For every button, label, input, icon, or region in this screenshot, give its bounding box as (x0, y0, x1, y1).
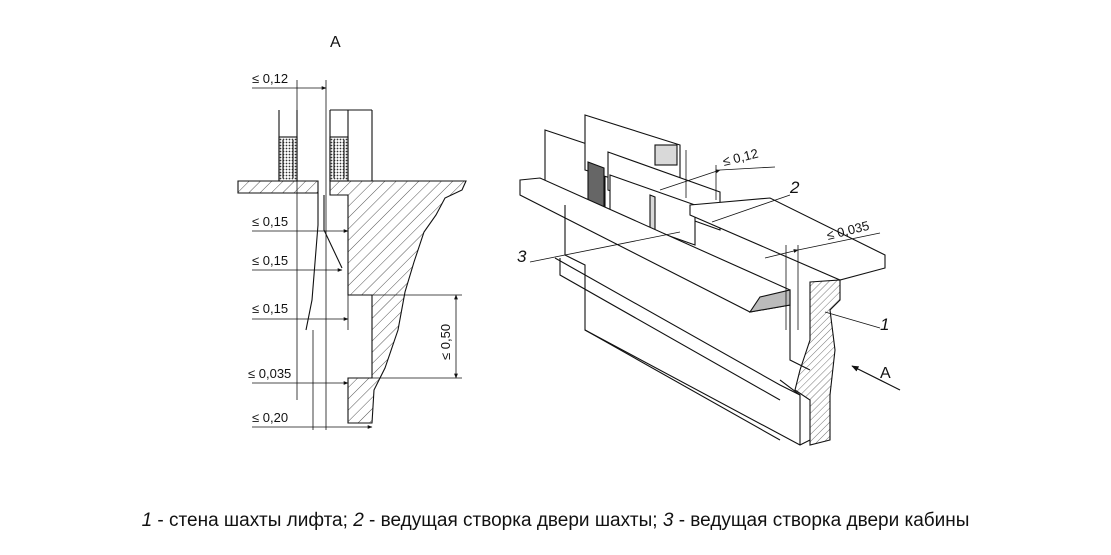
view-arrow-label: A (880, 365, 891, 382)
legend-text: - ведущая створка двери кабины (673, 510, 970, 531)
legend-text: - стена шахты лифта; (152, 510, 354, 531)
dim-label: ≤ 0,50 (438, 324, 453, 360)
landing-sill (689, 197, 886, 281)
car-apron (305, 193, 319, 331)
legend-num: 1 (141, 510, 153, 531)
legend-text: - ведущая створка двери шахты; (363, 510, 663, 531)
legend-caption: 1 - стена шахты лифта; 2 - ведущая створ… (0, 510, 1111, 532)
dim-label: ≤ 0,12 (252, 71, 288, 86)
landing-door-panel (329, 136, 349, 182)
dim-label: ≤ 0,15 (252, 253, 288, 268)
dim-label: ≤ 0,20 (252, 410, 288, 425)
isometric-view: ≤ 0,12 ≤ 0,035 2 3 1 A (517, 114, 901, 446)
callout-1: 1 (880, 315, 889, 334)
callout-3: 3 (517, 247, 527, 266)
dim-label: ≤ 0,15 (252, 301, 288, 316)
landing-sill (237, 180, 319, 194)
shaft-wall (794, 279, 841, 446)
legend-num: 3 (662, 510, 674, 531)
shaft-wall-section (329, 180, 467, 424)
dim-label: ≤ 0,035 (248, 366, 291, 381)
car-door-panel (278, 136, 298, 182)
dim-label: ≤ 0,15 (252, 214, 288, 229)
view-label: A (330, 34, 341, 51)
section-view: A ≤ 0,12 (237, 34, 467, 430)
callout-2: 2 (789, 178, 800, 197)
legend-num: 2 (353, 510, 364, 531)
dim-label: ≤ 0,12 (721, 146, 760, 169)
